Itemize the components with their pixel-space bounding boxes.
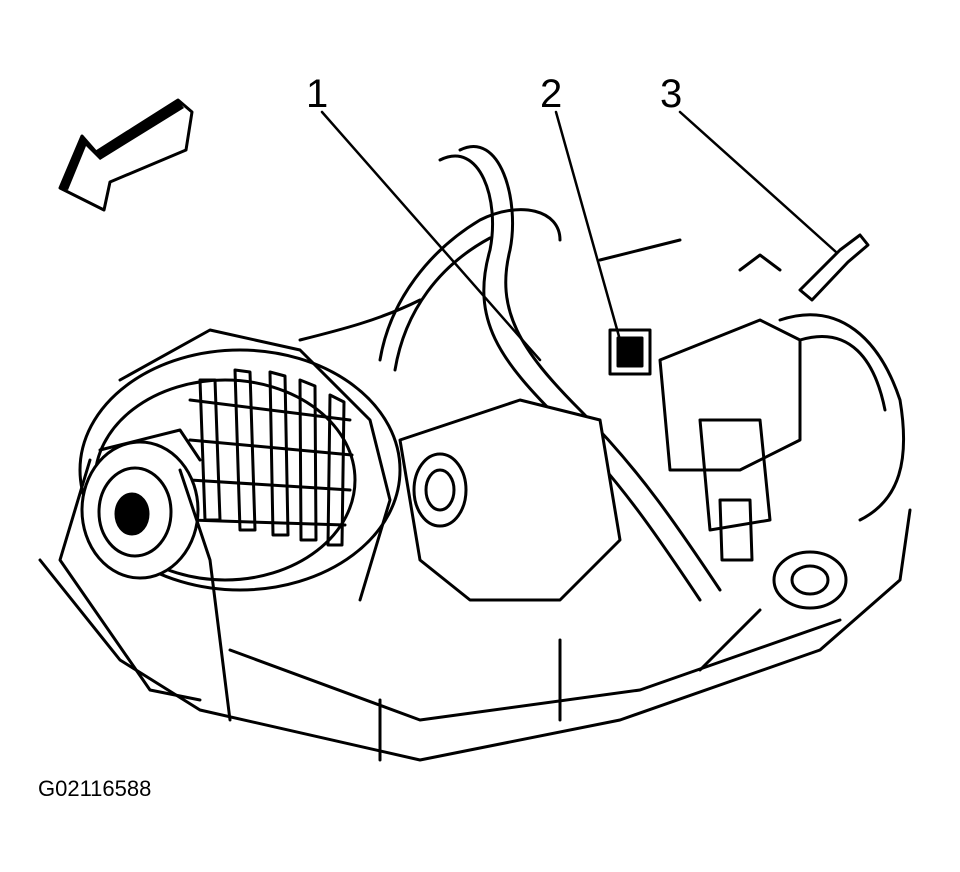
callout-3: 3: [660, 72, 683, 116]
sensor: [738, 233, 870, 302]
callout-2: 2: [540, 72, 563, 116]
connector: [608, 328, 652, 376]
alternator: [78, 328, 402, 602]
wiring-harness: [298, 145, 906, 602]
pulley: [58, 428, 232, 722]
injector-bracket: [398, 318, 802, 602]
figure-id: G02116588: [38, 776, 152, 801]
direction-arrow-icon: [58, 98, 194, 212]
engine-block: [38, 508, 912, 762]
filler-cap: [698, 550, 848, 672]
callout-1: 1: [306, 72, 329, 116]
callout-leaders: [320, 110, 838, 362]
